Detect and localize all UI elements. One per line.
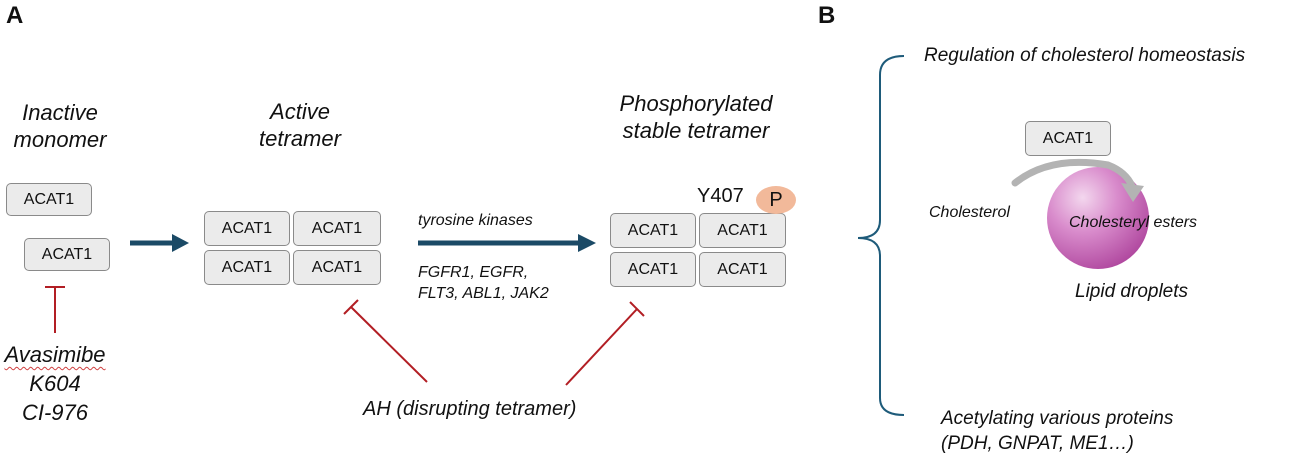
acat1-active-subunit: ACAT1 [204,211,290,246]
stage-active-line1: Active [270,99,330,124]
kinase-list: FGFR1, EGFR, FLT3, ABL1, JAK2 [418,262,549,304]
stage-phospho-line1: Phosphorylated [619,91,773,116]
kinase-label: tyrosine kinases [418,212,533,229]
inhibitor-k604: K604 [29,371,81,396]
stage-inactive-line2: monomer [13,127,107,152]
lipid-droplets-label: Lipid droplets [1075,281,1189,302]
ah-inhibit-active [343,299,428,383]
kinase-list-line2: FLT3, ABL1, JAK2 [418,285,549,302]
stage-phosphorylated-tetramer: Phosphorylated stable tetramer [596,90,796,144]
function-acetylation-line1: Acetylating various proteins [941,408,1174,429]
assembly-arrow [130,234,189,252]
panel-label-b: B [818,2,836,29]
function-acetylation-line2: (PDH, GNPAT, ME1…) [941,433,1134,454]
acat1-monomer-box: ACAT1 [6,183,92,216]
phosphorylation-arrow [418,234,596,252]
ah-inhibit-phospho [565,301,645,386]
stage-active-tetramer: Active tetramer [240,98,360,152]
panel-label-a: A [6,2,24,29]
stage-inactive-monomer: Inactive monomer [0,99,120,153]
inhibitor-ci976: CI-976 [21,400,89,425]
lipid-droplet [1047,167,1149,269]
acat1-active-subunit: ACAT1 [204,250,290,285]
acat1-phospho-subunit: ACAT1 [699,213,786,248]
stage-phospho-line2: stable tetramer [622,118,770,143]
phospho-site-label: Y407 [697,185,744,207]
acat1-panel-b-box: ACAT1 [1025,121,1111,156]
phosphate-badge: P [756,186,796,214]
esterification-arrow [1011,158,1144,202]
kinase-list-line1: FGFR1, EGFR, [418,264,529,281]
acat1-phospho-subunit: ACAT1 [610,252,696,287]
substrate-cholesterol: Cholesterol [929,204,1010,221]
inhibitor-avasimibe: Avasimibe [4,342,106,367]
product-cholesteryl-esters: Cholesteryl esters [1069,214,1198,231]
acat1-phospho-subunit: ACAT1 [610,213,696,248]
inhibitor-t-bar [45,286,65,333]
stage-inactive-line1: Inactive [22,100,98,125]
function-acetylation: Acetylating various proteins (PDH, GNPAT… [941,406,1173,456]
function-cholesterol-homeostasis: Regulation of cholesterol homeostasis [924,45,1246,66]
brace [857,55,905,416]
acat1-active-subunit: ACAT1 [293,250,381,285]
stage-active-line2: tetramer [259,126,341,151]
acat1-phospho-subunit: ACAT1 [699,252,786,287]
inhibitor-list: Avasimibe K604 CI-976 [0,340,110,427]
acat1-active-subunit: ACAT1 [293,211,381,246]
ah-label: AH (disrupting tetramer) [363,398,577,420]
acat1-monomer-box: ACAT1 [24,238,110,271]
